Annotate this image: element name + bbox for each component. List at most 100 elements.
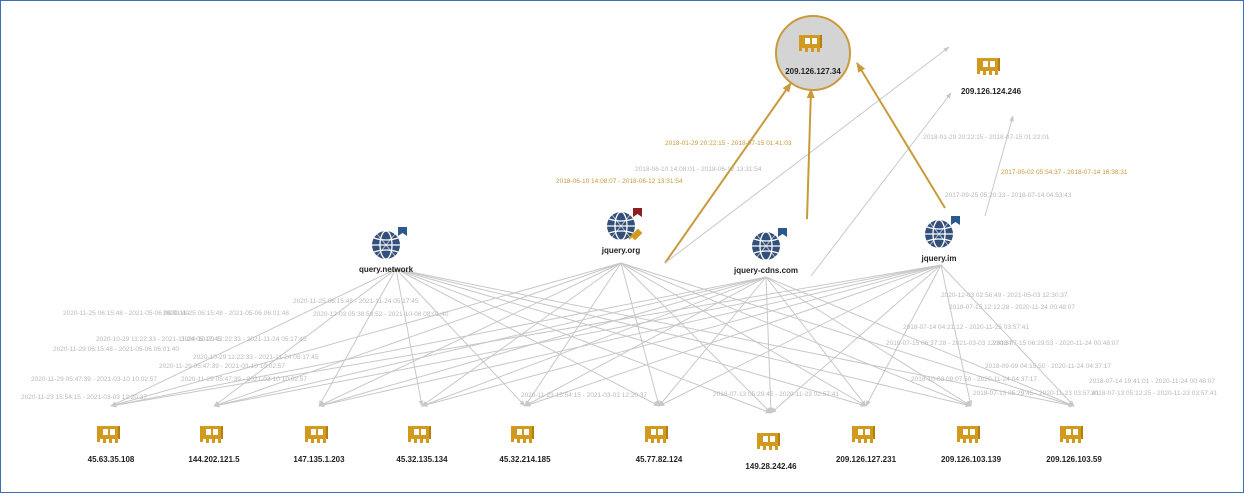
edge-d2-b8 xyxy=(620,262,867,407)
edge-label: 2018-09-09 04:15:50 - 2020-11-24 04:37:1… xyxy=(985,363,1111,370)
ip-node[interactable]: 144.202.121.5 xyxy=(188,426,240,464)
edge-d4-b4 xyxy=(421,264,942,407)
edge-label: 2018-07-13 05:12:25 - 2020-11-23 03:57:4… xyxy=(1091,390,1217,397)
edge-d4-t1 xyxy=(856,62,946,209)
edge-d1-b9 xyxy=(395,268,972,408)
ip-node[interactable]: 209.126.124.246 xyxy=(961,58,1022,96)
ip-label: 45.63.35.108 xyxy=(88,455,135,464)
domain-node[interactable]: jquery-cdns.com xyxy=(733,228,798,275)
network-card-icon xyxy=(1060,426,1083,443)
edge-d1-b10 xyxy=(395,268,1075,408)
edge-label: 2018-07-15 12:12:28 - 2020-11-24 00:48:0… xyxy=(949,304,1075,311)
ip-node[interactable]: 45.32.135.134 xyxy=(396,426,448,464)
network-card-icon xyxy=(511,426,534,443)
edge-d3-b1 xyxy=(110,276,767,408)
edge-label: 2020-12-03 02:56:49 - 2021-05-03 12:30:3… xyxy=(941,292,1068,299)
edge-label: 2018-07-15 06:37:28 - 2021-03-03 12:30:3… xyxy=(886,340,1013,347)
ip-label: 209.126.124.246 xyxy=(961,87,1022,96)
edge-d3-b3 xyxy=(318,276,767,407)
edge-label: 2020-10-29 11:22:33 - 2021-11-24 05:17:4… xyxy=(193,354,319,361)
edge-d4-b6 xyxy=(658,264,942,407)
edge-d3-b8 xyxy=(765,276,867,407)
edge-d4-t2 xyxy=(984,115,1014,217)
edge-label: 2020-11-25 06:15:48 - 2021-11-24 05:17:4… xyxy=(293,298,419,305)
network-card-icon xyxy=(200,426,223,443)
ip-label: 45.77.82.124 xyxy=(636,455,683,464)
edge-label: 2018-01-29 20:22:15 - 2018-07-15 01:22:0… xyxy=(923,134,1050,141)
ip-label: 209.126.103.139 xyxy=(941,455,1002,464)
edge-label: 2020-11-29 05:47:39 - 2021-03-10 10:02:5… xyxy=(31,376,157,383)
edge-d4-b8 xyxy=(865,264,942,407)
edge-d2-b2 xyxy=(213,262,622,407)
edge-d2-b10 xyxy=(620,262,1075,407)
domain-node[interactable]: jquery.org xyxy=(601,208,643,255)
ip-node[interactable]: 45.77.82.124 xyxy=(636,426,683,464)
edge-label: 2020-10-29 11:22:33 - 2021-11-24 05:17:4… xyxy=(181,336,307,343)
domain-label: jquery-cdns.com xyxy=(733,266,798,275)
edge-d2-b1 xyxy=(110,262,622,407)
bookmark-flag-icon xyxy=(398,227,407,236)
network-card-icon xyxy=(408,426,431,443)
network-card-icon xyxy=(852,426,875,443)
edge-d4-b10 xyxy=(940,264,1075,407)
ip-node[interactable]: 209.126.127.34 xyxy=(775,15,851,91)
domain-node[interactable]: query.network xyxy=(359,227,414,274)
domain-label: jquery.im xyxy=(921,254,957,263)
edge-d4-b5 xyxy=(524,264,942,407)
edge-label: 2018-07-14 19:41:01 - 2020-11-24 00:48:0… xyxy=(1089,378,1215,385)
ip-label: 209.126.103.59 xyxy=(1046,455,1102,464)
network-card-icon xyxy=(957,426,980,443)
network-card-icon xyxy=(977,58,1000,75)
edge-label: 2018-07-15 06:29:53 - 2020-11-24 00:48:0… xyxy=(993,340,1119,347)
edge-d2-t2 xyxy=(664,46,950,264)
edge-d4-b9 xyxy=(940,264,973,407)
pin-icon xyxy=(628,228,643,241)
globe-icon xyxy=(751,231,781,261)
ip-label: 209.126.127.34 xyxy=(785,67,841,76)
edge-d3-b5 xyxy=(524,276,767,407)
edge-label: 2020-11-23 15:54:15 - 2021-03-03 12:20:3… xyxy=(21,394,147,401)
edge-label: 2018-07-13 05:29:45 - 2020-11-23 03:57:4… xyxy=(973,390,1099,397)
ip-node[interactable]: 149.28.242.46 xyxy=(745,433,797,471)
edge-label: 2020-11-29 05:47:39 - 2021-03-10 10:02:5… xyxy=(181,376,307,383)
ip-node[interactable]: 209.126.127.231 xyxy=(836,426,897,464)
edge-label: 2020-11-29 06:15:48 - 2021-05-06 06:01:4… xyxy=(53,346,179,353)
edge-d2-t1 xyxy=(664,82,792,264)
edge-label: 2020-11-25 06:15:48 - 2021-05-06 06:01:4… xyxy=(163,310,289,317)
edge-d2-b6 xyxy=(620,262,660,407)
edge-d2-b7 xyxy=(620,262,772,414)
edge-label: 2018-10-03 09:07:50 - 2020-11-24 04:37:1… xyxy=(911,376,1037,383)
ip-node[interactable]: 147.135.1.203 xyxy=(293,426,345,464)
ip-label: 144.202.121.5 xyxy=(188,455,240,464)
edge-label: 2020-11-25 06:15:48 - 2021-05-06 06:01:4… xyxy=(63,310,189,317)
edge-d1-b3 xyxy=(318,268,397,407)
edge-label: 2020-11-23 15:54:15 - 2021-03-03 12:20:3… xyxy=(521,392,647,399)
globe-icon xyxy=(371,230,401,260)
ip-label: 149.28.242.46 xyxy=(745,462,797,471)
edge-d2-b5 xyxy=(524,262,622,407)
domain-label: jquery.org xyxy=(601,246,641,255)
edge-d4-b1 xyxy=(110,264,942,408)
bookmark-flag-icon xyxy=(951,216,960,225)
ip-label: 45.32.135.134 xyxy=(396,455,448,464)
bookmark-flag-icon xyxy=(778,228,787,237)
edge-label: 2018-07-14 04:21:12 - 2020-11-25 03:57:4… xyxy=(903,324,1029,331)
edge-d3-b4 xyxy=(421,276,767,407)
ip-node[interactable]: 209.126.103.139 xyxy=(941,426,1002,464)
ip-node[interactable]: 45.32.214.185 xyxy=(499,426,551,464)
edge-d2-b9 xyxy=(620,262,972,407)
edge-d3-b7 xyxy=(765,276,774,414)
network-card-icon xyxy=(305,426,328,443)
edge-d1-b1 xyxy=(110,268,397,407)
edge-label: 2018-06-10 14:08:07 - 2018-06-12 13:31:5… xyxy=(556,178,683,185)
edge-label: 2020-12-03 05:38:59:52 - 2021-10-08 08:0… xyxy=(313,311,449,318)
edge-label: 2017-09-25 05:20:33 - 2018-07-14 04:53:4… xyxy=(945,192,1072,199)
edge-label: 2018-07-13 05:29:45 - 2020-11-23 02:57:4… xyxy=(713,391,839,398)
ip-node[interactable]: 209.126.103.59 xyxy=(1046,426,1102,464)
ip-node[interactable]: 45.63.35.108 xyxy=(88,426,135,464)
network-card-icon xyxy=(645,426,668,443)
domain-node[interactable]: jquery.im xyxy=(921,216,960,263)
edge-d1-b6 xyxy=(395,268,660,407)
